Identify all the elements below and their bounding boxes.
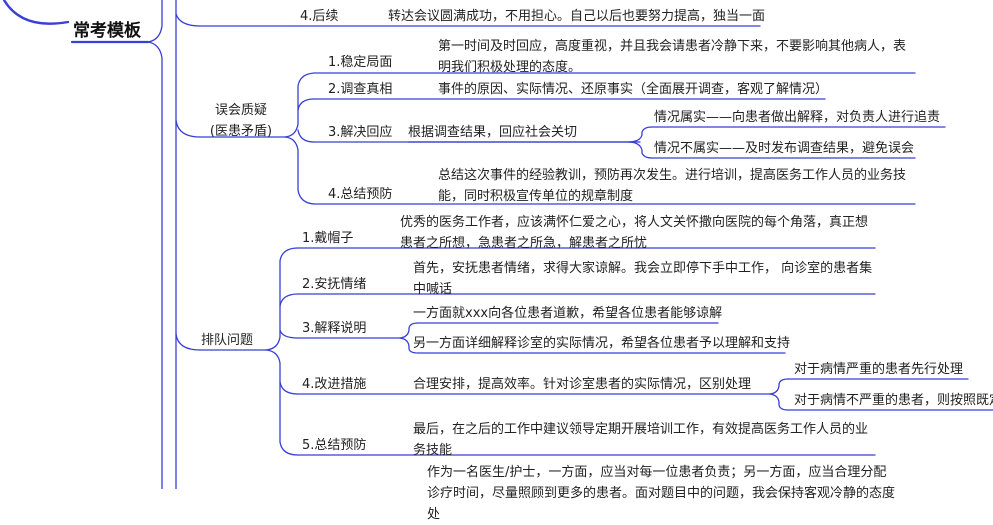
node-label-investigate[interactable]: 2.调查真相 bbox=[328, 82, 393, 97]
node-text-explain-apology: 一方面就xxx向各位患者道歉，希望各位患者能够谅解 bbox=[413, 306, 723, 321]
node-label-calm[interactable]: 2.安抚情绪 bbox=[302, 277, 367, 292]
connector-lines bbox=[2, 0, 993, 489]
node-label-summary-1[interactable]: 4.总结预防 bbox=[328, 187, 393, 202]
node-text-calm: 首先，安抚患者情绪，求得大家谅解。我会立即停下手中工作， 向诊室的患者集中喊话 bbox=[413, 261, 873, 297]
branch-title-line1: 误会质疑 bbox=[214, 103, 267, 118]
branch-title-queue[interactable]: 排队问题 bbox=[201, 333, 254, 348]
top-row-link bbox=[175, 13, 297, 27]
node-text-followup: 转达会议圆满成功，不用担心。自己以后也要努力提高，独当一面 bbox=[388, 9, 766, 24]
branch-title-line2: (医患矛盾) bbox=[209, 124, 273, 139]
node-text-resolve: 根据调查结果，回应社会关切 bbox=[408, 125, 578, 140]
node-label-followup[interactable]: 4.后续 bbox=[300, 9, 339, 24]
node-text-summary-2: 最后，在之后的工作中建议领导定期开展培训工作，有效提高医务工作人员的业务技能 bbox=[413, 422, 869, 458]
node-text-bottom-partial: 作为一名医生/护士，一方面，应当对每一位患者负责；另一方面，应当合理分配诊疗时间… bbox=[427, 465, 896, 522]
b2-up bbox=[265, 247, 299, 351]
node-label-summary-2[interactable]: 5.总结预防 bbox=[302, 438, 367, 453]
node-label-improve[interactable]: 4.改进措施 bbox=[302, 377, 367, 392]
root-edge-curve bbox=[2, 0, 70, 25]
b1-up bbox=[284, 72, 315, 138]
b2-down bbox=[265, 349, 299, 456]
node-text-investigate: 事件的原因、实际情况、还原事实（全面展开调查，客观了解情况） bbox=[438, 82, 829, 97]
node-text-stabilize: 第一时间及时回应，高度重视，并且我会请患者冷静下来，不要影响其他病人，表明我们积… bbox=[438, 39, 907, 75]
node-text-improve-mild: 对于病情不严重的患者，则按照既定 bbox=[794, 393, 993, 408]
node-label-resolve[interactable]: 3.解决回应 bbox=[328, 125, 393, 140]
trunk-up bbox=[147, 0, 163, 43]
node-text-improve: 合理安排，提高效率。针对诊室患者的实际情况，区别处理 bbox=[413, 377, 752, 392]
node-label-stabilize[interactable]: 1.稳定局面 bbox=[328, 55, 393, 70]
node-text-resolve-true: 情况属实——向患者做出解释，对负责人进行追责 bbox=[654, 110, 941, 125]
node-text-explain-detail: 另一方面详细解释诊室的实际情况，希望各位患者予以理解和支持 bbox=[413, 336, 791, 351]
node-text-summary-1: 总结这次事件的经验教训，预防再次发生。进行培训，提高医务工作人员的业务技能，同时… bbox=[438, 168, 907, 204]
b1-down bbox=[284, 136, 315, 205]
node-text-improve-severe: 对于病情严重的患者先行处理 bbox=[794, 362, 964, 377]
node-label-explain[interactable]: 3.解释说明 bbox=[302, 321, 367, 336]
branch-title-misunderstanding[interactable]: 误会质疑 (医患矛盾) bbox=[201, 100, 281, 142]
node-text-resolve-false: 情况不属实——及时发布调查结果，避免误会 bbox=[654, 141, 915, 156]
trunk-down bbox=[147, 41, 163, 489]
node-text-hat: 优秀的医务工作者，应该满怀仁爱之心，将人文关怀撒向医院的每个角落，真正想患者之所… bbox=[400, 215, 869, 251]
node-label-hat[interactable]: 1.戴帽子 bbox=[302, 231, 354, 246]
root-node-label[interactable]: 常考模板 bbox=[73, 21, 141, 41]
